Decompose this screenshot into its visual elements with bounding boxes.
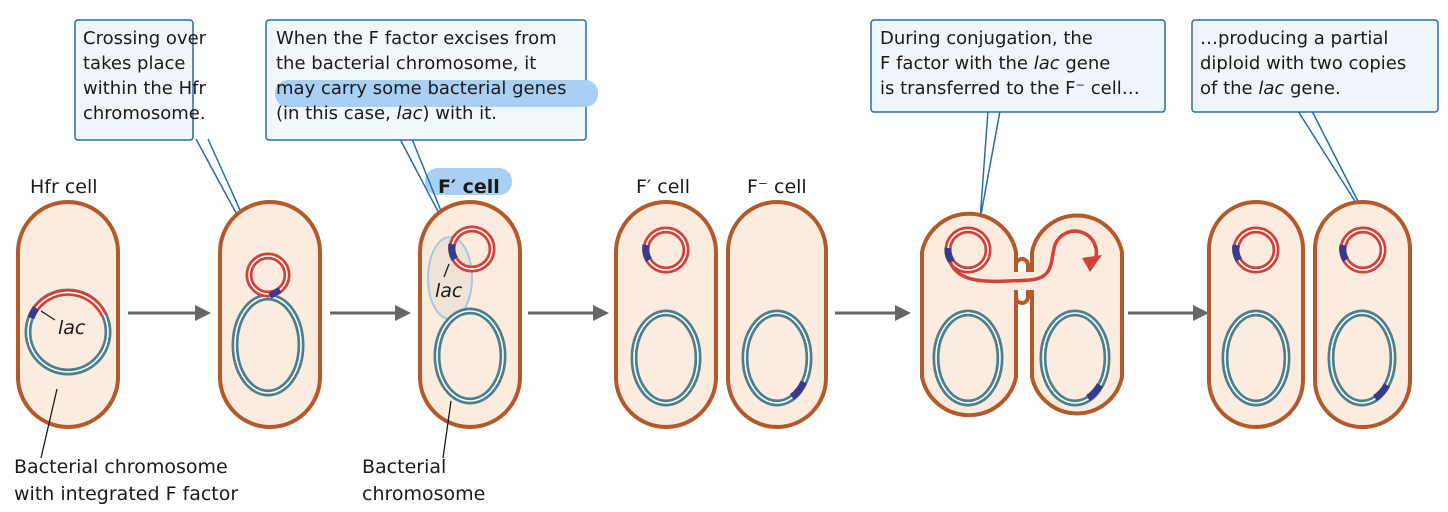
partial-diploid-cell xyxy=(1313,200,1412,429)
callout-text: During conjugation, the xyxy=(880,28,1093,49)
f-minus-cell xyxy=(726,200,828,429)
callout-text: chromosome. xyxy=(83,103,206,124)
label-bacterial-chromosome: Bacterial xyxy=(362,456,446,478)
f-prime-cell: lac xyxy=(418,200,522,459)
callout-text: of the lac gene. xyxy=(1200,78,1341,99)
callout-text: is transferred to the F⁻ cell… xyxy=(880,78,1140,99)
label-bacterial-chromosome-integrated: Bacterial chromosome xyxy=(14,456,228,478)
label-f-prime-cell: F′ cell xyxy=(438,176,500,198)
hfr-cell: lac xyxy=(16,200,120,459)
label-lac-gene: lac xyxy=(58,317,86,339)
label-f-prime-cell: F′ cell xyxy=(636,176,690,198)
callout-text: the bacterial chromosome, it xyxy=(276,53,536,74)
callout-text: …producing a partial xyxy=(1200,28,1388,49)
callout-crossing-over: Crossing over takes place within the Hfr… xyxy=(74,19,269,273)
f-prime-cell xyxy=(1207,200,1305,429)
callout-f-factor-excision: When the F factor excises from the bacte… xyxy=(265,19,598,239)
label-bacterial-chromosome: chromosome xyxy=(362,483,485,505)
callout-text: (in this case, lac) with it. xyxy=(276,103,497,124)
callout-text: F factor with the lac gene xyxy=(880,53,1110,74)
callout-text: diploid with two copies xyxy=(1200,53,1406,74)
f-prime-cell xyxy=(614,200,718,429)
transfer-arrow-icon xyxy=(1082,255,1102,272)
callout-conjugation: During conjugation, the F factor with th… xyxy=(870,19,1166,221)
label-bacterial-chromosome-integrated: with integrated F factor xyxy=(14,483,238,505)
callout-text: may carry some bacterial genes xyxy=(276,78,566,99)
callout-text: Crossing over xyxy=(83,28,207,49)
label-f-minus-cell: F⁻ cell xyxy=(747,176,807,198)
callout-text: When the F factor excises from xyxy=(276,28,557,49)
step-arrows xyxy=(128,305,1209,321)
label-highlight xyxy=(425,168,512,195)
callout-text: within the Hfr xyxy=(83,78,206,99)
label-lac-gene: lac xyxy=(435,280,463,302)
callout-partial-diploid: …producing a partial diploid with two co… xyxy=(1191,19,1439,226)
callout-text: takes place xyxy=(83,53,185,74)
label-hfr-cell: Hfr cell xyxy=(30,176,98,198)
conjugating-cells xyxy=(920,211,1124,418)
crossing-over-cell xyxy=(218,200,322,429)
